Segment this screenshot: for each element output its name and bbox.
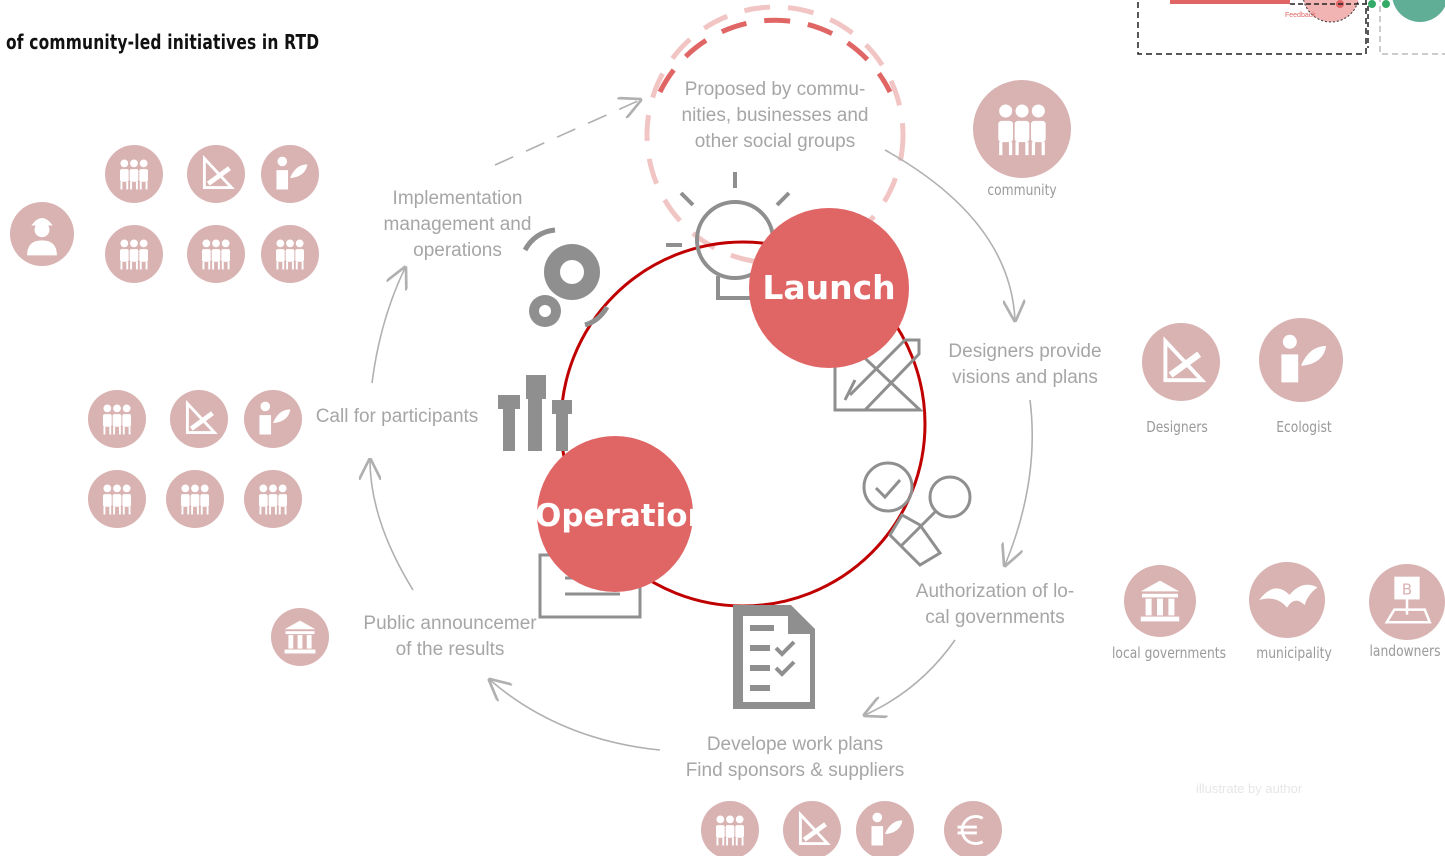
actor-designers: Designers — [1146, 418, 1208, 436]
ecologist-icon — [244, 390, 302, 448]
ecologist-icon — [261, 145, 319, 203]
group-icon — [105, 225, 163, 283]
worker-icon — [10, 202, 74, 266]
launch-label: Launch — [762, 268, 896, 307]
step-proposed: Proposed by commu- nities, businesses an… — [681, 79, 869, 152]
group-icon — [88, 390, 146, 448]
credit-text: illustrate by author — [1196, 781, 1303, 796]
community-icon — [973, 80, 1071, 178]
approval-stamp-icon — [862, 461, 972, 567]
launch-bubble — [749, 208, 909, 368]
group-icon — [105, 145, 163, 203]
government-icon — [271, 608, 329, 666]
local-governments-icon — [1124, 565, 1196, 637]
step-public: Public announcemer of the results — [363, 613, 537, 660]
inset-thumbnail — [1137, 0, 1445, 55]
inset-feedback-label: Feedback — [1285, 12, 1316, 19]
group-icon — [187, 225, 245, 283]
landowners-icon — [1369, 564, 1445, 640]
actor-municipality: municipality — [1256, 644, 1332, 662]
group-icon — [244, 470, 302, 528]
ecologist-icon — [1259, 318, 1343, 402]
step-develop: Develope work plans Find sponsors & supp… — [685, 734, 905, 781]
step-implementation: Implementation management and operations — [383, 188, 532, 261]
sponsor-euro-icon — [944, 801, 1002, 856]
actor-ecologist: Ecologist — [1276, 418, 1332, 436]
hands-raised-icon — [498, 375, 572, 451]
operation-bubble — [537, 436, 693, 592]
designer-icon — [187, 145, 245, 203]
operation-label: Operation — [535, 498, 710, 534]
actor-local-governments: local governments — [1112, 644, 1226, 662]
municipality-icon — [1249, 562, 1325, 638]
group-icon — [261, 225, 319, 283]
page-title: of community-led initiatives in RTD — [6, 30, 320, 54]
actor-landowners: landowners — [1369, 642, 1441, 660]
pencil-ruler-icon — [833, 326, 924, 412]
step-designers: Designers provide visions and plans — [948, 341, 1102, 388]
group-icon — [701, 801, 759, 856]
designers-icon — [1142, 323, 1220, 401]
ecologist-icon — [856, 801, 914, 856]
group-icon — [88, 470, 146, 528]
designer-icon — [783, 801, 841, 856]
actor-community: community — [987, 181, 1057, 199]
designer-icon — [170, 390, 228, 448]
step-call: Call for participants — [315, 406, 479, 427]
checklist-icon — [733, 605, 815, 709]
group-icon — [166, 470, 224, 528]
step-authorization: Authorization of lo- cal governments — [915, 581, 1075, 628]
gears-icon — [522, 227, 610, 328]
